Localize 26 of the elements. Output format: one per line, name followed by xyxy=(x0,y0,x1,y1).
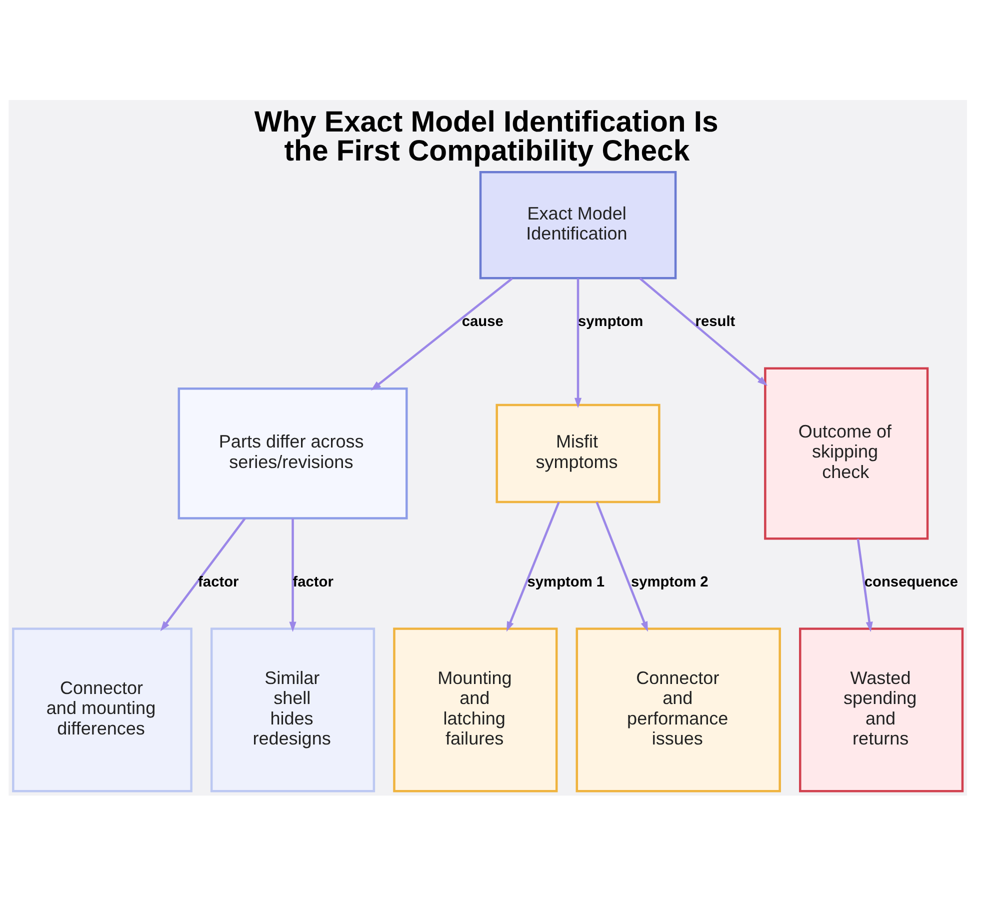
node-box: Mounting and latching failures xyxy=(393,628,558,792)
arrow xyxy=(574,278,582,408)
edge-label: symptom xyxy=(578,314,644,330)
arrow xyxy=(639,278,768,386)
edge-label: result xyxy=(695,314,736,330)
arrow xyxy=(596,502,648,632)
node-box: Misfit symptoms xyxy=(496,404,660,504)
arrow xyxy=(506,502,560,632)
node-box: Similar shell hides redesigns xyxy=(210,628,376,792)
edge-label: symptom 2 xyxy=(631,574,708,590)
arrow xyxy=(160,518,246,632)
arrow xyxy=(856,538,873,632)
arrow xyxy=(370,278,513,390)
node-box: Exact Model Identification xyxy=(479,171,677,280)
edge-label: symptom 1 xyxy=(527,574,605,590)
node-box: Outcome of skipping check xyxy=(764,367,929,540)
edge-label: cause xyxy=(462,314,504,330)
node-box: Wasted spending and returns xyxy=(799,628,964,792)
node-box: Parts differ across series/revisions xyxy=(178,388,408,520)
node-box: Connector and mounting differences xyxy=(12,628,192,792)
edge-label: factor xyxy=(292,574,334,590)
diagram-title: Why Exact Model Identification Is the First Compatibility Check xyxy=(254,105,718,168)
edge-label: factor xyxy=(198,574,239,590)
arrow xyxy=(289,518,296,632)
edge-label: consequence xyxy=(864,574,958,590)
node-box: Connector and performance issues xyxy=(576,628,781,792)
